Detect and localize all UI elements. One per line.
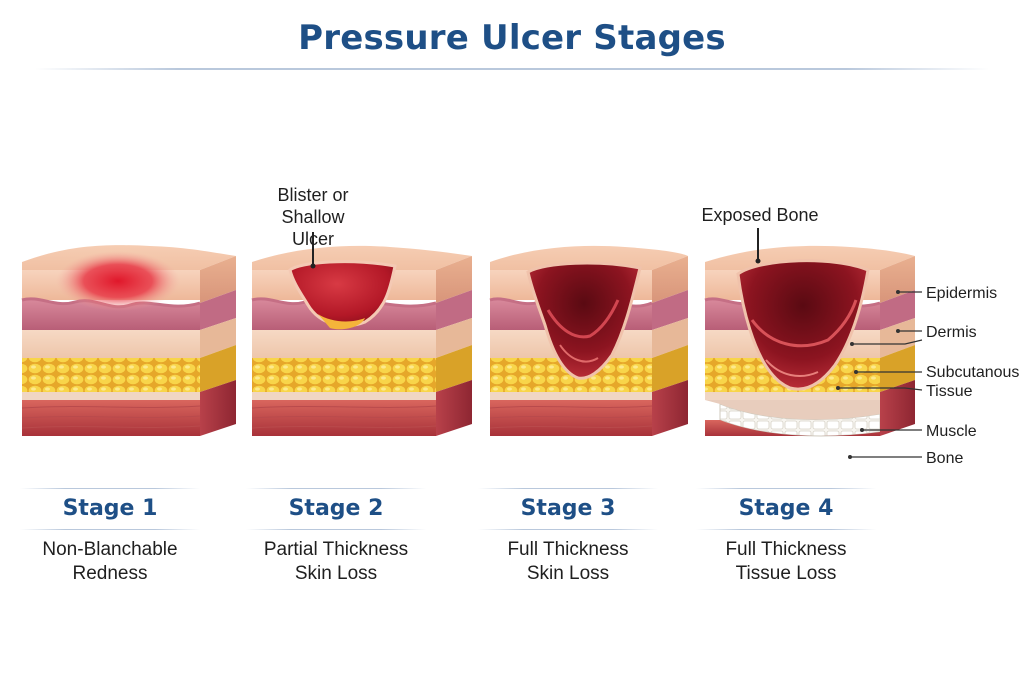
stage-1-desc-line2: Redness	[72, 563, 148, 584]
stage-2-desc-line2: Skin Loss	[294, 563, 378, 584]
stage-4-rule-top	[696, 488, 876, 489]
stage-3-block	[489, 245, 688, 436]
title-divider	[35, 68, 989, 70]
exposed-bone-callout: Exposed Bone	[701, 205, 819, 225]
stage-3-rule-top	[478, 488, 658, 489]
label-subcutaneous: Subcutanous	[926, 364, 1020, 381]
stage-3-desc-line1: Full Thickness	[507, 539, 629, 560]
stage-1-block	[21, 245, 236, 436]
stage-4-desc-line1: Full Thickness	[725, 539, 847, 560]
layer-leader-dots	[836, 290, 900, 459]
bone-pointer-dot	[755, 258, 761, 264]
label-muscle: Muscle	[926, 423, 977, 440]
blister-pointer-dot	[310, 263, 316, 269]
stage-2-title: Stage 2	[288, 496, 384, 521]
label-bone: Bone	[926, 450, 964, 467]
blister-callout: Blister or Shallow Ulcer	[258, 184, 368, 250]
stage-2-rule-top	[246, 488, 426, 489]
stage-2-block	[251, 245, 472, 436]
stage-4-block	[704, 245, 915, 437]
stage-1-title: Stage 1	[62, 496, 158, 521]
stage-4-rule-bottom	[696, 529, 876, 530]
blister-callout-line2: Shallow Ulcer	[281, 207, 345, 249]
stage-1-rule-top	[20, 488, 200, 489]
stage-1-caption: Stage 1 Non-Blanchable Redness	[10, 488, 210, 586]
page-title: Pressure Ulcer Stages	[298, 18, 726, 58]
label-epidermis: Epidermis	[926, 285, 998, 302]
stage-1-desc-line1: Non-Blanchable	[42, 539, 178, 560]
stage-4-title: Stage 4	[738, 496, 834, 521]
stage-2-caption: Stage 2 Partial Thickness Skin Loss	[236, 488, 436, 586]
layer-leader-lines	[838, 291, 923, 458]
stage-3-title: Stage 3	[520, 496, 616, 521]
blister-callout-line1: Blister or	[277, 185, 349, 205]
stage-1-rule-bottom	[20, 529, 200, 530]
stage-3-caption: Stage 3 Full Thickness Skin Loss	[468, 488, 668, 586]
label-dermis: Dermis	[926, 324, 977, 341]
stage-4-caption: Stage 4 Full Thickness Tissue Loss	[686, 488, 886, 586]
stage-2-desc-line1: Partial Thickness	[263, 539, 409, 560]
stage-2-rule-bottom	[246, 529, 426, 530]
stage-4-desc-line2: Tissue Loss	[735, 563, 837, 584]
stage-3-desc-line2: Skin Loss	[526, 563, 610, 584]
stage-3-rule-bottom	[478, 529, 658, 530]
label-tissue: Tissue	[926, 383, 973, 400]
